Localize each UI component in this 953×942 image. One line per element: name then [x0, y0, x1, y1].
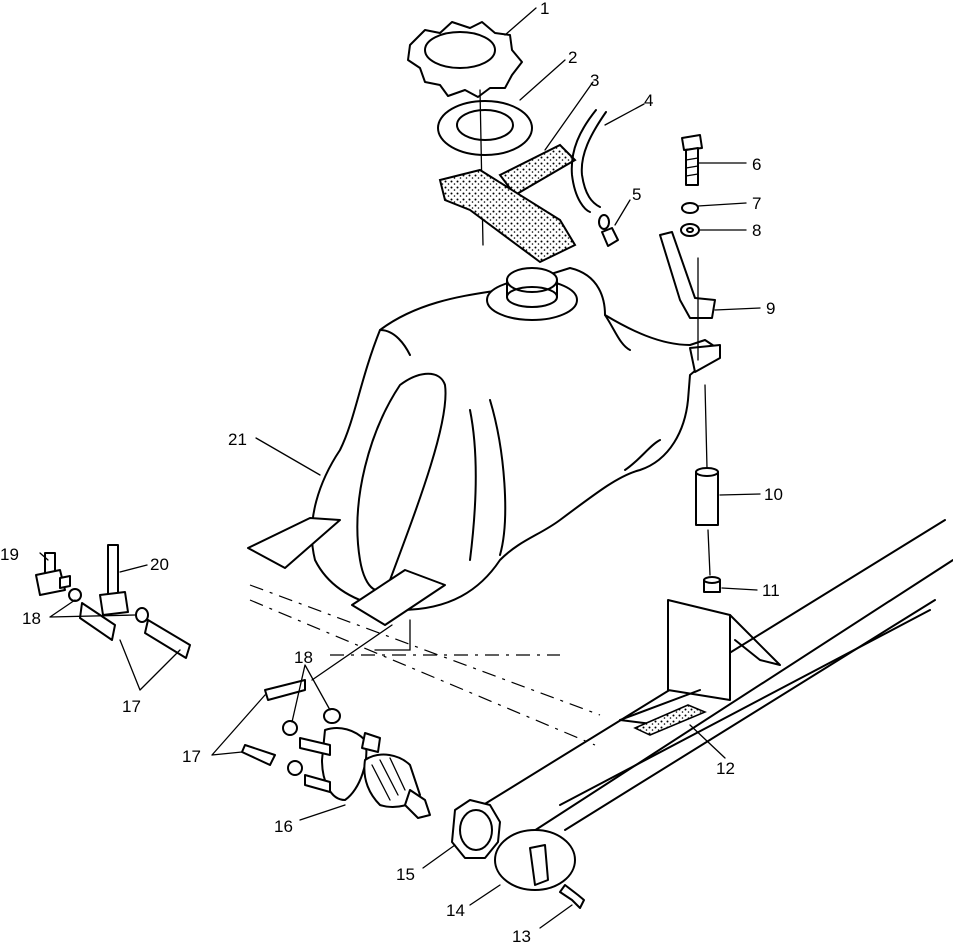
- fuel-tee-assembly: [35, 544, 191, 659]
- callout-12: 12: [716, 759, 735, 778]
- rail-end-cap: [494, 829, 576, 891]
- frame-centerline: [249, 584, 601, 746]
- callout-2: 2: [568, 48, 577, 67]
- vent-fitting: [601, 227, 619, 247]
- callout-7: 7: [752, 194, 761, 213]
- callout-17-valve: 17: [182, 747, 201, 766]
- callout-1: 1: [540, 0, 549, 18]
- leader-lines: [39, 7, 761, 929]
- callout-6: 6: [752, 155, 761, 174]
- callout-5: 5: [632, 185, 641, 204]
- washers-valve: [282, 708, 341, 776]
- callout-17-tee: 17: [122, 697, 141, 716]
- cap-screw: [559, 884, 585, 909]
- callout-8: 8: [752, 221, 761, 240]
- mounting-bolt: [681, 134, 703, 186]
- fuel-valve: [299, 619, 431, 819]
- callout-15: 15: [396, 865, 415, 884]
- washers: [680, 202, 700, 237]
- callout-19: 19: [0, 545, 19, 564]
- frame-rail: [474, 519, 953, 841]
- spacer: [695, 384, 719, 576]
- callout-3: 3: [590, 71, 599, 90]
- mounting-bracket: [659, 231, 716, 361]
- ring-nut: [451, 799, 501, 859]
- grommet: [703, 576, 721, 593]
- callout-16: 16: [274, 817, 293, 836]
- callout-20: 20: [150, 555, 169, 574]
- callout-4: 4: [644, 91, 653, 110]
- fuel-hoses-valve: [241, 679, 306, 766]
- callout-9: 9: [766, 299, 775, 318]
- foam-pad: [438, 143, 577, 264]
- callout-18-tee: 18: [22, 609, 41, 628]
- fuel-tank: [247, 267, 721, 626]
- callout-11: 11: [762, 581, 780, 600]
- callout-18-valve: 18: [294, 648, 313, 667]
- callout-labels: 1 2 3 4 5 6 7 8 9 10 11 12 13 14 15 16 1…: [0, 0, 783, 942]
- cap-gasket: [437, 89, 533, 246]
- rail-pad: [633, 704, 707, 736]
- vent-hose: [570, 109, 610, 230]
- callout-13: 13: [512, 927, 531, 942]
- fuel-cap: [407, 21, 523, 98]
- callout-14: 14: [446, 901, 465, 920]
- callout-10: 10: [764, 485, 783, 504]
- callout-21: 21: [228, 430, 247, 449]
